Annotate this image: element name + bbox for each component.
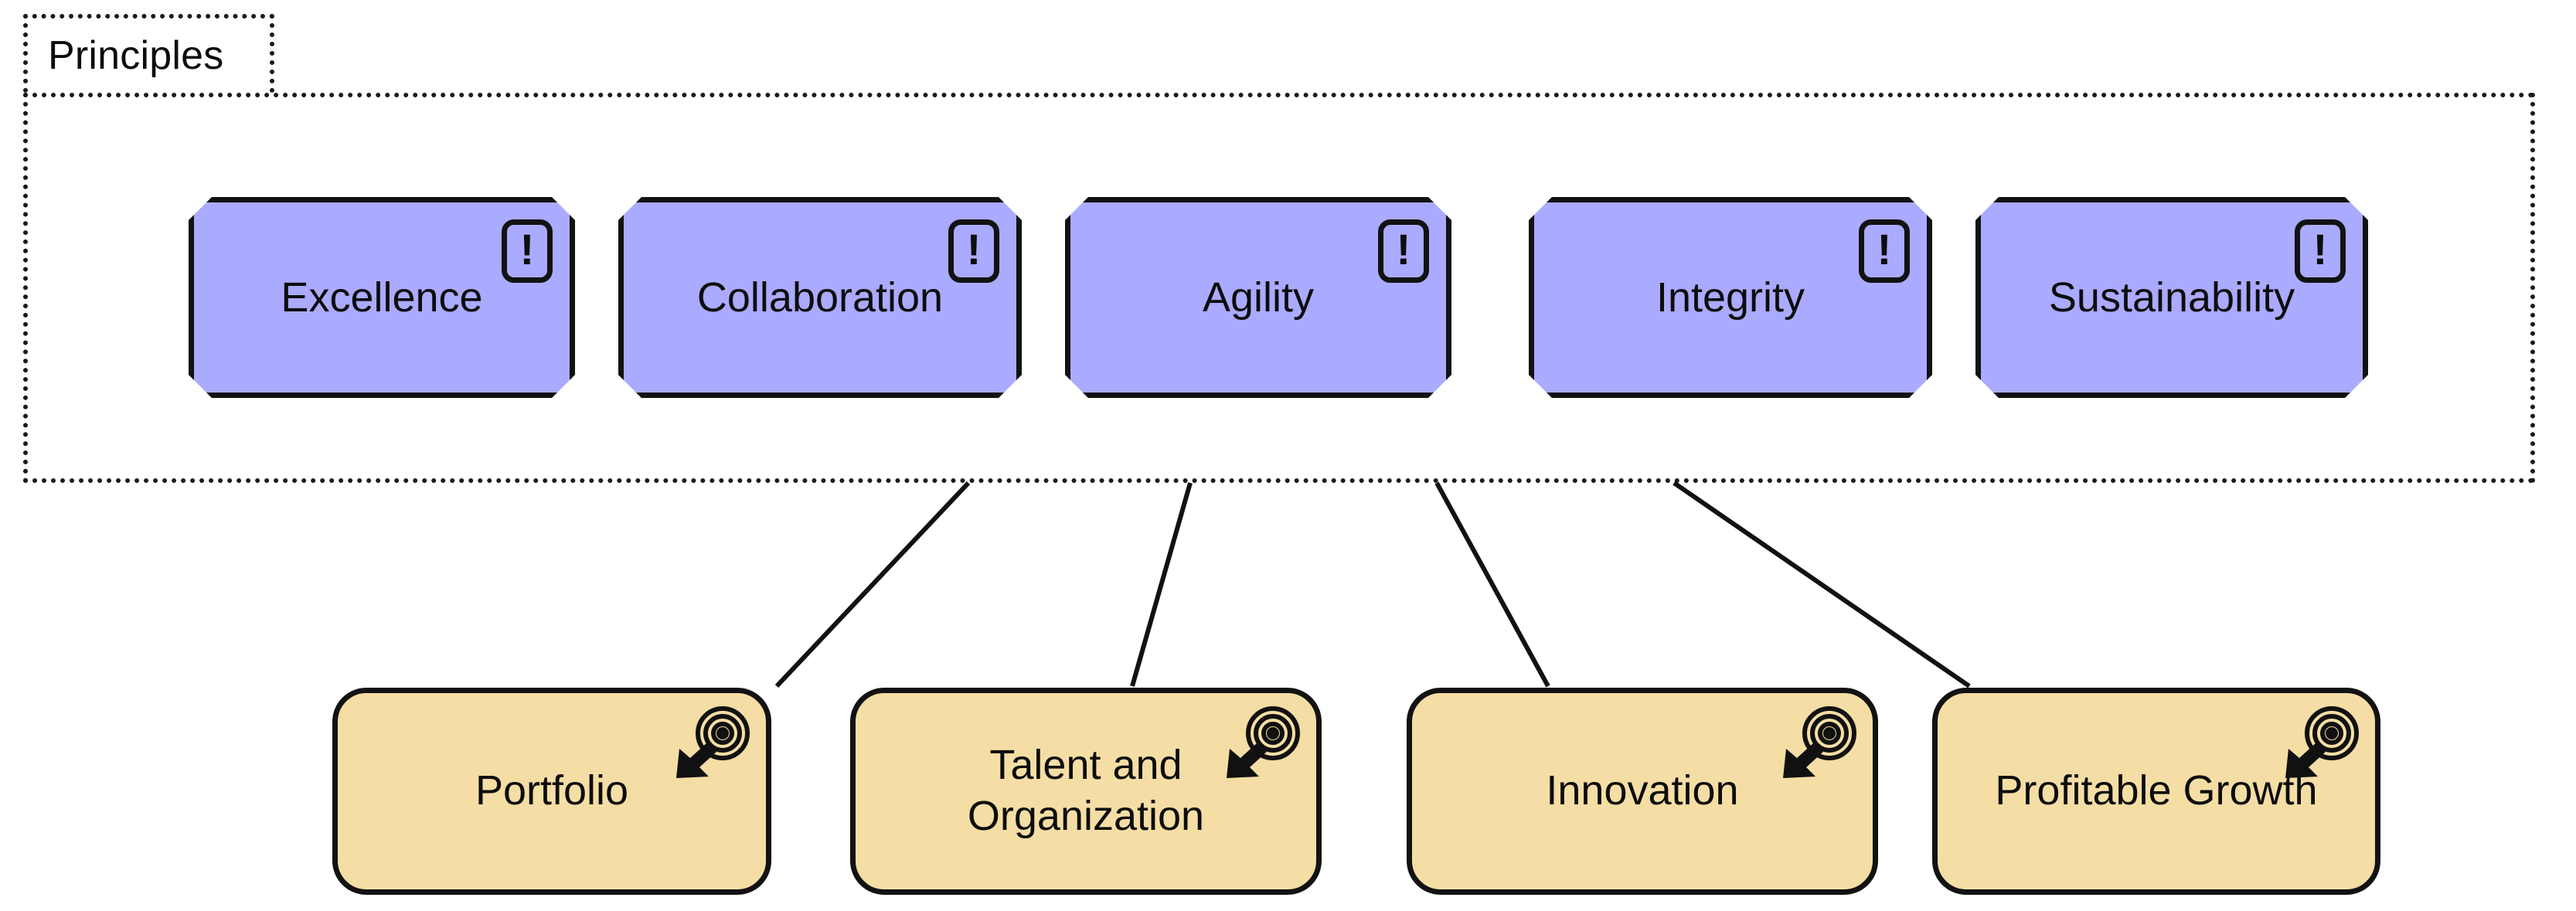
- principle-label: Sustainability: [2048, 274, 2295, 321]
- goal-target-icon: [1778, 704, 1859, 784]
- goal-label: Profitable Growth: [1987, 766, 2325, 817]
- goal-target-icon: [672, 704, 752, 784]
- connector-line: [774, 481, 971, 688]
- goal-label: Portfolio: [468, 766, 636, 817]
- grouping-principles[interactable]: [23, 93, 2535, 483]
- goal-label-line: Portfolio: [475, 767, 629, 814]
- principle-label: Agility: [1202, 274, 1315, 321]
- goal-portfolio[interactable]: Portfolio: [332, 688, 771, 895]
- exclamation-glyph: !: [1396, 225, 1411, 274]
- principle-label: Collaboration: [696, 274, 944, 321]
- goal-label-line: Talent and: [989, 742, 1183, 789]
- grouping-principles-label: Principles: [48, 33, 224, 78]
- grouping-principles-tab[interactable]: Principles: [23, 14, 274, 93]
- connector-line: [1434, 481, 1550, 688]
- goal-target-icon: [2281, 704, 2361, 784]
- exclamation-glyph: !: [1877, 225, 1892, 274]
- connector-line: [1130, 482, 1193, 687]
- principle-label: Integrity: [1656, 274, 1805, 321]
- principle-exclamation-icon: !: [2295, 219, 2346, 283]
- goal-label-line: Innovation: [1546, 767, 1739, 814]
- principle-agility[interactable]: Agility!: [1065, 197, 1451, 398]
- goal-target-icon: [1222, 704, 1302, 784]
- principle-exclamation-icon: !: [1378, 219, 1429, 283]
- principle-sustainability[interactable]: Sustainability!: [1975, 197, 2368, 398]
- principle-integrity[interactable]: Integrity!: [1529, 197, 1932, 398]
- exclamation-glyph: !: [2312, 225, 2328, 274]
- exclamation-glyph: !: [966, 225, 982, 274]
- principle-label: Excellence: [281, 274, 483, 321]
- connector-line: [1673, 481, 1971, 688]
- goal-innovation[interactable]: Innovation: [1407, 688, 1878, 895]
- principle-exclamation-icon: !: [1859, 219, 1910, 283]
- goal-label: Innovation: [1538, 766, 1746, 817]
- goal-profitable-growth[interactable]: Profitable Growth: [1932, 688, 2380, 895]
- goal-label-line: Profitable Growth: [1995, 767, 2318, 814]
- principle-collaboration[interactable]: Collaboration!: [618, 197, 1022, 398]
- goal-label-line: Organization: [967, 793, 1205, 839]
- principle-exclamation-icon: !: [948, 219, 999, 283]
- principle-excellence[interactable]: Excellence!: [189, 197, 575, 398]
- exclamation-glyph: !: [519, 225, 535, 274]
- principle-exclamation-icon: !: [502, 219, 553, 283]
